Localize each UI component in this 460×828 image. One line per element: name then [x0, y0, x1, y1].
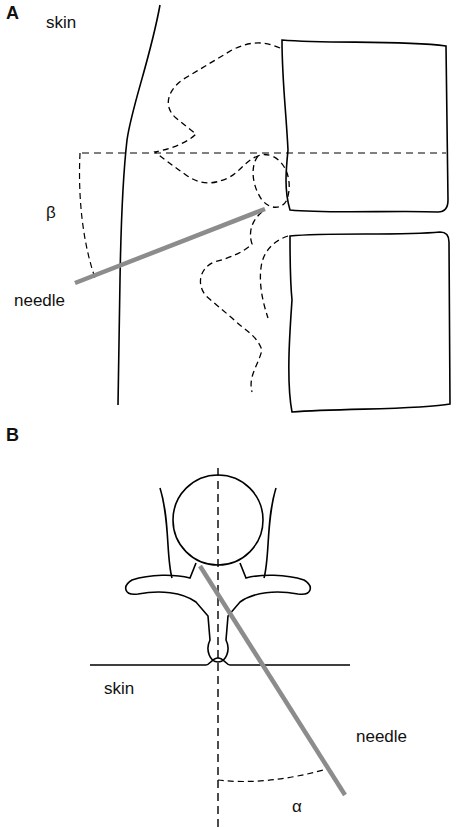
articular-process — [264, 488, 276, 578]
panel-letter: B — [6, 426, 19, 446]
pedicle — [260, 236, 288, 318]
part-label: skin — [46, 14, 76, 33]
part-label: needle — [356, 728, 407, 747]
vertebral-body — [289, 232, 450, 412]
angle-arc — [218, 768, 330, 782]
posterior-element — [200, 212, 262, 392]
angle-label: β — [46, 204, 56, 223]
intervertebral-foramen — [253, 155, 289, 208]
skin-line — [118, 5, 160, 405]
panel-letter: A — [6, 4, 19, 24]
angle-label: α — [292, 798, 302, 817]
skin-line — [90, 658, 350, 665]
part-label: skin — [104, 680, 134, 699]
vertebral-body — [282, 40, 448, 212]
needle — [75, 209, 265, 283]
needle — [200, 566, 345, 795]
articular-process — [160, 488, 172, 578]
posterior-element — [155, 43, 280, 183]
part-label: needle — [14, 292, 65, 311]
reference-line — [82, 152, 446, 153]
midline — [217, 468, 218, 828]
angle-arc — [80, 153, 95, 278]
